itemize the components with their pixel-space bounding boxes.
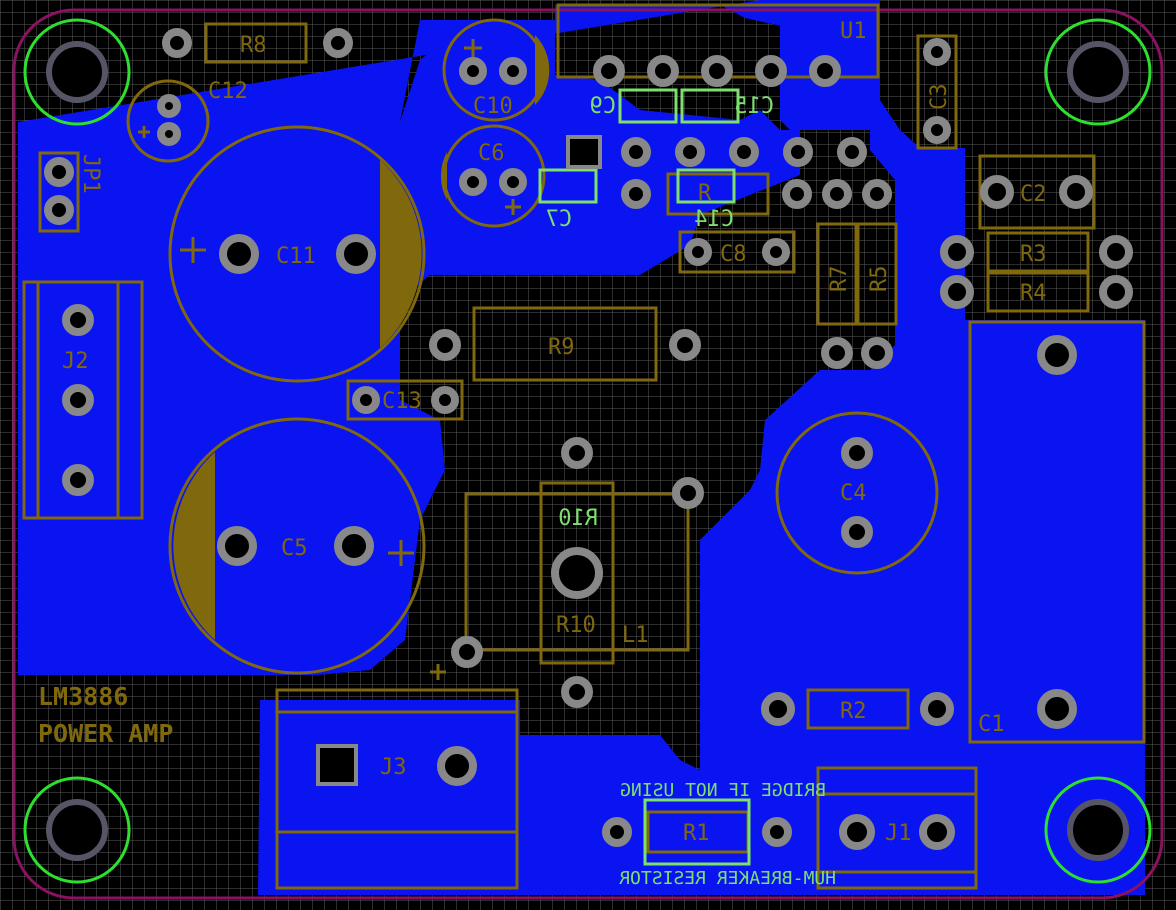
label-c5: C5 (281, 536, 308, 561)
label-c7: C7 (546, 207, 573, 232)
label-c9: C9 (590, 94, 617, 119)
label-c1: C1 (978, 712, 1005, 737)
label-r4: R4 (1020, 281, 1047, 306)
board-title-line2: POWER AMP (38, 719, 173, 748)
plus-marks (138, 39, 521, 680)
label-r7: R7 (827, 266, 852, 293)
label-c15: C15 (734, 94, 774, 119)
board-title-line1: LM3886 (38, 682, 128, 711)
board-outline (12, 8, 1164, 900)
label-c3: C3 (927, 84, 952, 111)
label-j1: J1 (885, 821, 912, 846)
mounting-holes (23, 18, 1152, 884)
label-r9: R9 (548, 335, 575, 360)
label-bridge-note: BRIDGE IF NOT USING (620, 780, 826, 801)
label-l1: L1 (622, 623, 649, 648)
label-r5: R5 (867, 266, 892, 293)
label-r1: R1 (683, 821, 710, 846)
label-r8: R8 (240, 33, 267, 58)
label-c13: C13 (382, 389, 422, 414)
label-j2: J2 (62, 349, 89, 374)
label-c10: C10 (473, 94, 513, 119)
label-jp1: JP1 (78, 154, 103, 194)
j3-square-pad (316, 744, 358, 786)
label-c8: C8 (720, 242, 747, 267)
label-c2: C2 (1020, 182, 1047, 207)
polarity-bands (173, 35, 550, 640)
label-r10: R10 (556, 613, 596, 638)
label-c6: C6 (478, 141, 505, 166)
label-c4: C4 (840, 481, 867, 506)
label-r3: R3 (1020, 242, 1047, 267)
label-j3: J3 (380, 755, 407, 780)
label-c11: C11 (276, 244, 316, 269)
label-r: R (698, 181, 712, 206)
label-r10-bottom: R10 (558, 506, 598, 531)
pads (44, 28, 1133, 850)
label-u1: U1 (840, 19, 867, 44)
label-r2: R2 (840, 699, 867, 724)
label-c12: C12 (208, 79, 248, 104)
label-c14: C14 (694, 207, 734, 232)
copper-pour (18, 0, 1145, 895)
mounting-hole-drills (46, 41, 1129, 861)
silkscreen-outlines (22, 3, 1146, 890)
label-hum-note: HUM-BREAKER RESISTOR (619, 868, 836, 889)
u2-square-pad (566, 135, 602, 169)
bottom-silk-outlines (538, 88, 751, 866)
